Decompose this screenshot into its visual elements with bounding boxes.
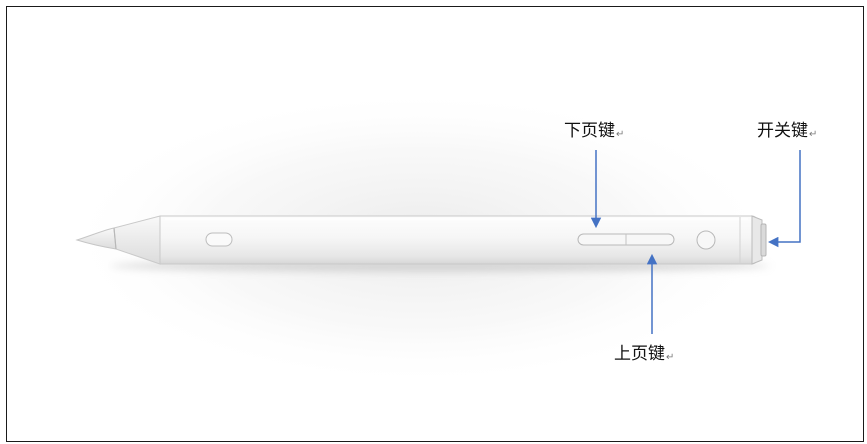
label-page-down: 下页键↵ xyxy=(564,121,624,145)
paragraph-mark: ↵ xyxy=(616,129,625,140)
pen-cap-end xyxy=(760,223,767,257)
label-page-up-text: 上页键 xyxy=(614,344,665,364)
label-page-up: 上页键↵ xyxy=(614,344,674,368)
front-indicator xyxy=(205,232,233,247)
label-power: 开关键↵ xyxy=(757,121,817,145)
round-button xyxy=(696,230,716,250)
label-page-down-text: 下页键 xyxy=(564,121,615,141)
pen-nib-ring xyxy=(113,227,117,250)
paragraph-mark: ↵ xyxy=(666,352,675,363)
paragraph-mark: ↵ xyxy=(809,129,818,140)
power-arrow xyxy=(767,150,801,248)
pen-cap xyxy=(751,215,763,265)
label-power-text: 开关键 xyxy=(757,121,808,141)
